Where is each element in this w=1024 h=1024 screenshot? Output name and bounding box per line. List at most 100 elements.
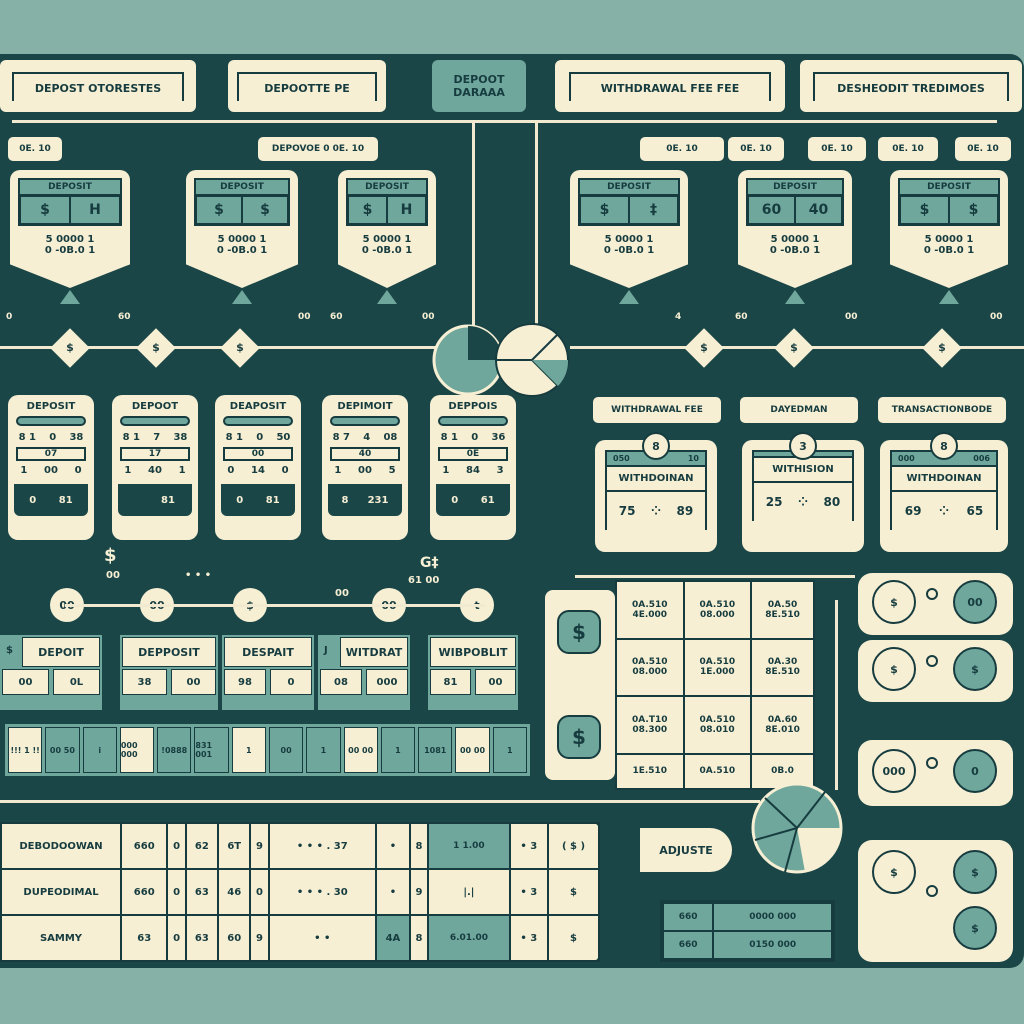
summary-cell: 1 1.00 (427, 822, 511, 870)
card-value: 0 (236, 494, 244, 506)
card-value: 1 (178, 465, 186, 476)
label-chip[interactable]: 0E. 10 (808, 137, 866, 161)
summary-cell: 0 (166, 822, 187, 870)
header-box-2[interactable]: DEPOOTTE PE (228, 60, 386, 112)
diamond-node[interactable]: $ (220, 328, 260, 368)
mini-cell: i (82, 727, 117, 773)
card-value: 81 (161, 494, 175, 506)
diamond-node[interactable]: $ (922, 328, 962, 368)
card-value: 5 0000 1 (362, 234, 412, 245)
card-value: 0 (74, 465, 82, 476)
dollar-icon[interactable]: $ (557, 610, 601, 654)
deposit-box-label: WITDRAT (340, 637, 408, 667)
card-value: 81 (265, 494, 280, 506)
amount-cell: 0A.510 4E.000 (615, 580, 685, 640)
summary-cell: |.| (427, 868, 511, 916)
row-name: DUPEODIMAL (0, 868, 122, 916)
card-value: 0 -0B.0 1 (769, 245, 821, 256)
currency-icon[interactable]: 00 (953, 580, 997, 624)
fee-label[interactable]: WITHDRAWAL FEE (593, 397, 721, 423)
fee-value: 75 (618, 504, 636, 518)
circle-panel: $$ (858, 640, 1013, 702)
label-chip[interactable]: DEPOVOE 0 0E. 10 (258, 137, 378, 161)
label-chip[interactable]: 0E. 10 (8, 137, 62, 161)
label-chip[interactable]: 0E. 10 (878, 137, 938, 161)
currency-icon[interactable]: 000 (872, 749, 916, 793)
dollar-value: 00 (106, 570, 120, 581)
currency-icon[interactable]: 0 (953, 749, 997, 793)
diamond-node[interactable]: $ (684, 328, 724, 368)
card-value: 36 (491, 432, 506, 443)
header-box-4[interactable]: WITHDRAWAL FEE FEE (555, 60, 785, 112)
card-mid: 0E (438, 447, 508, 461)
card-mid: 07 (16, 447, 86, 461)
card-value: 08 (383, 432, 398, 443)
currency-icon[interactable]: $ (872, 850, 916, 894)
diamond-node[interactable]: $ (136, 328, 176, 368)
header-value: 000 (898, 454, 915, 463)
amount-cell: 0A.50 8E.510 (750, 580, 815, 640)
summary-cell: 660 (119, 822, 169, 870)
mini-cell: 00 00 (455, 727, 490, 773)
card-title: DEPOSIT (18, 178, 122, 196)
g-value: 61 00 (408, 575, 440, 586)
label-chip[interactable]: 0E. 10 (640, 137, 724, 161)
side-number: 60 (118, 312, 131, 322)
card-title: DEPOSIT (578, 178, 680, 196)
currency-icon[interactable]: $ (953, 906, 997, 950)
header-box-3[interactable]: DEPOOT DARAAA (432, 60, 526, 112)
card-value: 5 0000 1 (924, 234, 974, 245)
header-box-1[interactable]: DEPOST OTORESTES (0, 60, 196, 112)
card-value: 0 (451, 494, 459, 506)
card-value: 4 (363, 432, 371, 443)
currency-icon[interactable]: $ (872, 647, 916, 691)
currency-icon[interactable]: $ (953, 647, 997, 691)
summary-cell: 9 (249, 822, 270, 870)
dollar-icon[interactable]: $ (557, 715, 601, 759)
currency-icon[interactable]: $ (953, 850, 997, 894)
diamond-node[interactable]: $ (50, 328, 90, 368)
adjust-button[interactable]: ADJUSTE (640, 828, 732, 872)
fee-label[interactable]: TRANSACTIONBODE (878, 397, 1006, 423)
side-number: 0 (6, 312, 13, 322)
fee-label[interactable]: DAYEDMAN (740, 397, 858, 423)
currency-icon: $ (20, 196, 70, 224)
diamond-node[interactable]: $ (774, 328, 814, 368)
card-value: 84 (466, 465, 480, 476)
card-value: 0 (256, 432, 264, 443)
dollar-icon: $ (938, 341, 946, 354)
small-cell: 660 (661, 930, 715, 960)
card-value: 0 -0B.0 1 (923, 245, 975, 256)
header-box-5[interactable]: DESHEODIT TREDIMOES (800, 60, 1022, 112)
currency-icon[interactable]: $ (872, 580, 916, 624)
card-value: 1 (334, 465, 342, 476)
mini-cell: 1 (492, 727, 527, 773)
label-chip[interactable]: 0E. 10 (955, 137, 1011, 161)
label-chip[interactable]: 0E. 10 (728, 137, 784, 161)
card-value: 40 (148, 465, 162, 476)
